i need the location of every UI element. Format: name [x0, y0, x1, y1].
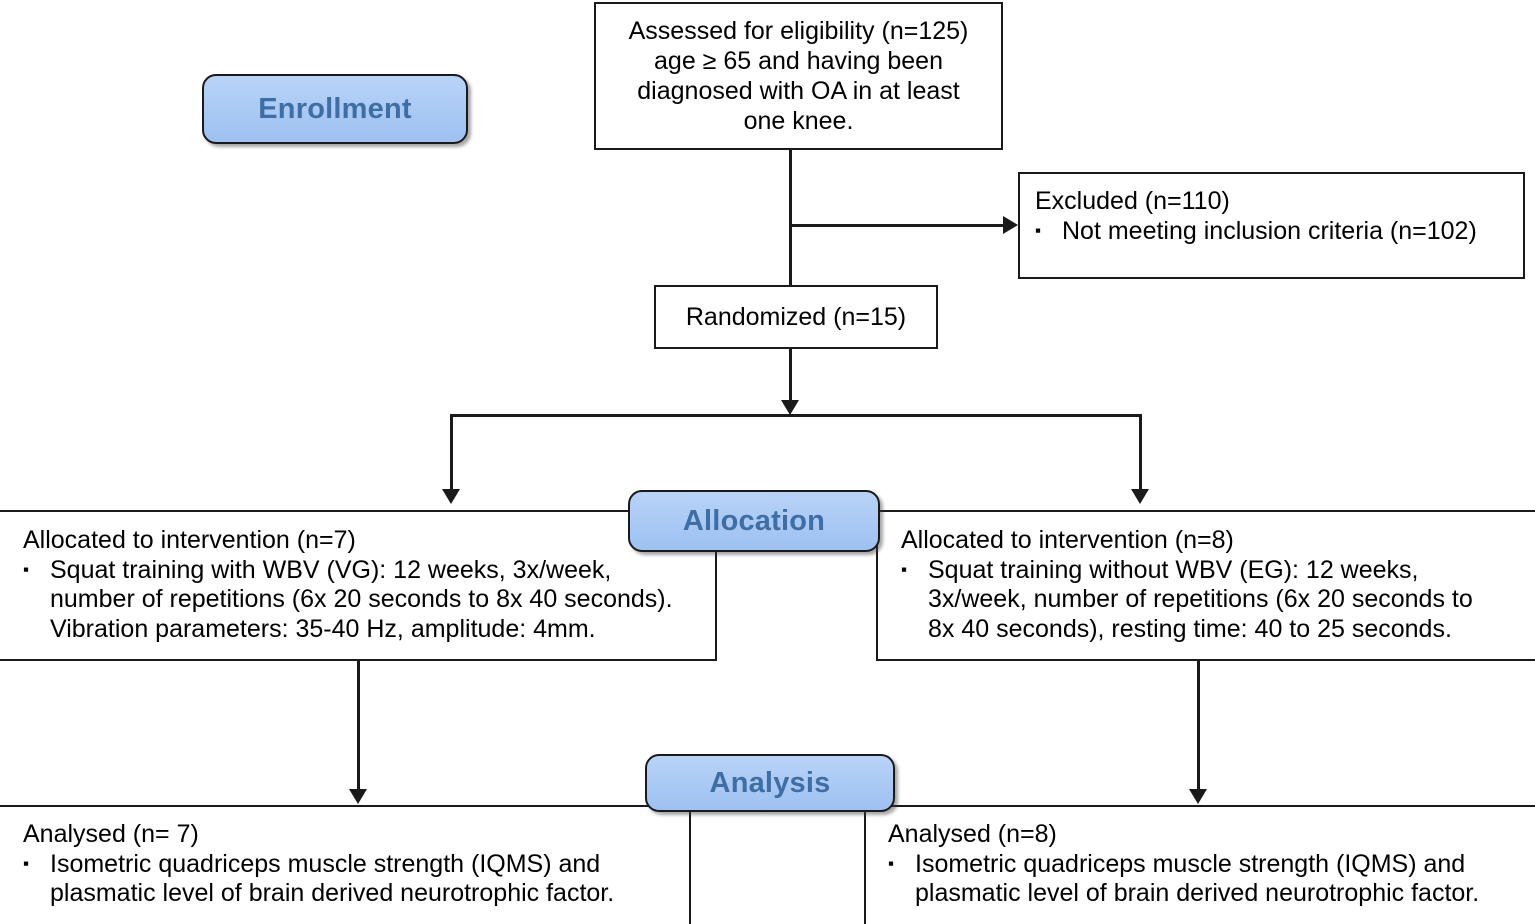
arrowhead-branch-left: [442, 489, 460, 504]
connector-assessed-trunk: [789, 150, 792, 286]
node-randomized-text: Randomized (n=15): [685, 303, 907, 331]
connector-assessed-to-excluded: [789, 224, 1005, 227]
phase-badge-allocation: Allocation: [628, 490, 880, 552]
arrowhead-analysis-left: [349, 789, 367, 804]
node-excluded: Excluded (n=110) ▪ Not meeting inclusion…: [1018, 172, 1525, 279]
phase-badge-allocation-label: Allocation: [682, 504, 826, 537]
connector-randomized-down: [789, 348, 792, 401]
bullet-icon: ▪: [23, 853, 30, 873]
node-allocated-intervention-right: Allocated to intervention (n=8) ▪ Squat …: [876, 510, 1535, 661]
phase-badge-enrollment-label: Enrollment: [258, 92, 412, 125]
node-analysed-left-bullet: ▪ Isometric quadriceps muscle strength (…: [23, 850, 683, 909]
bullet-icon: ▪: [901, 559, 908, 579]
node-allocated-left-bullet: ▪ Squat training with WBV (VG): 12 weeks…: [23, 556, 709, 645]
node-randomized: Randomized (n=15): [654, 285, 938, 349]
node-allocated-intervention-left: Allocated to intervention (n=7) ▪ Squat …: [0, 510, 717, 661]
node-analysed-right: Analysed (n=8) ▪ Isometric quadriceps mu…: [864, 805, 1535, 924]
node-analysed-left: Analysed (n= 7) ▪ Isometric quadriceps m…: [0, 805, 691, 924]
arrowhead-branch-right: [1131, 489, 1149, 504]
node-allocated-right-bullet-text: Squat training without WBV (EG): 12 week…: [928, 555, 1473, 643]
arrowhead-to-excluded: [1003, 216, 1018, 234]
node-allocated-left-bullet-text: Squat training with WBV (VG): 12 weeks, …: [50, 555, 673, 643]
node-analysed-left-header: Analysed (n= 7): [23, 820, 199, 848]
arrowhead-randomized-split: [781, 400, 799, 415]
connector-branch-left: [450, 414, 453, 490]
phase-badge-analysis: Analysis: [645, 754, 895, 812]
bullet-icon: ▪: [1035, 220, 1042, 240]
node-assessed-text: Assessed for eligibility (n=125) age ≥ 6…: [628, 17, 969, 135]
node-excluded-bullet: ▪ Not meeting inclusion criteria (n=102): [1035, 217, 1515, 247]
node-analysed-right-bullet: ▪ Isometric quadriceps muscle strength (…: [888, 850, 1530, 909]
node-assessed-for-eligibility: Assessed for eligibility (n=125) age ≥ 6…: [594, 2, 1003, 150]
connector-branch-right: [1139, 414, 1142, 490]
connector-alloc-right-to-analysis: [1197, 660, 1200, 791]
node-allocated-right-bullet: ▪ Squat training without WBV (EG): 12 we…: [901, 556, 1530, 645]
bullet-icon: ▪: [888, 853, 895, 873]
bullet-icon: ▪: [23, 559, 30, 579]
phase-badge-analysis-label: Analysis: [709, 766, 831, 799]
node-allocated-right-header: Allocated to intervention (n=8): [901, 526, 1234, 554]
node-analysed-left-bullet-text: Isometric quadriceps muscle strength (IQ…: [50, 849, 615, 908]
node-analysed-right-header: Analysed (n=8): [888, 820, 1057, 848]
connector-alloc-left-to-analysis: [357, 660, 360, 791]
node-analysed-right-bullet-text: Isometric quadriceps muscle strength (IQ…: [915, 849, 1480, 908]
node-excluded-header: Excluded (n=110): [1035, 187, 1230, 215]
connector-split-bar: [450, 414, 1141, 417]
node-allocated-left-header: Allocated to intervention (n=7): [23, 526, 356, 554]
node-excluded-bullet-text: Not meeting inclusion criteria (n=102): [1062, 216, 1477, 245]
arrowhead-analysis-right: [1189, 789, 1207, 804]
phase-badge-enrollment: Enrollment: [202, 74, 468, 144]
